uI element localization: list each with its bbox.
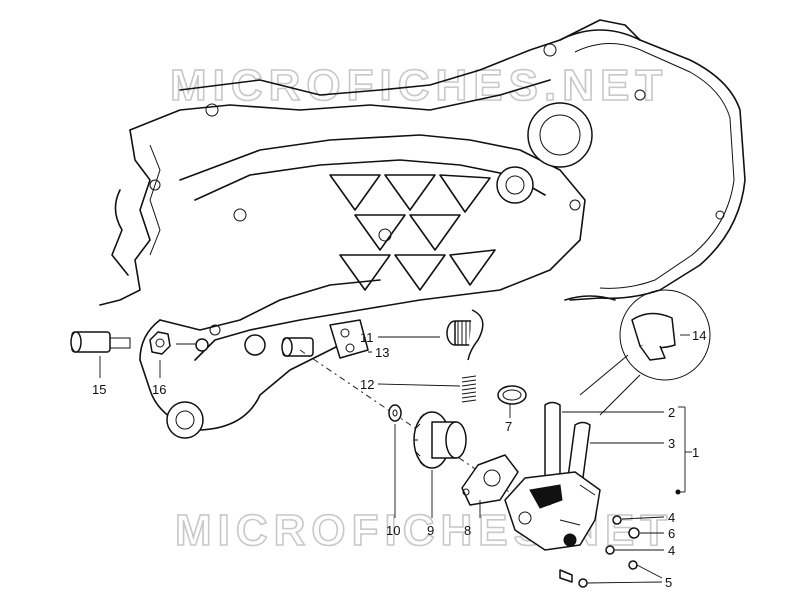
part-11-pinion [446,309,484,361]
callout-8: 8 [464,523,471,538]
callout-13: 13 [375,345,389,360]
part-1-oil-pump [504,401,601,551]
part-9-drive-gear [413,411,467,518]
watermark-text-bottom: MICROFICHES.NET [175,506,673,555]
callout-4b: 4 [668,543,675,558]
callout-15: 15 [92,382,106,397]
part-8-gasket [461,454,519,518]
part-13-cover-plate [329,319,372,359]
callout-9: 9 [427,523,434,538]
callout-5: 5 [665,575,672,590]
callout-16: 16 [152,382,166,397]
watermark-text-top: MICROFICHES.NET [170,61,668,110]
part-15-spacer [70,331,131,378]
callout-4a: 4 [668,510,675,525]
callout-6: 6 [668,526,675,541]
part-10-washer [388,404,402,518]
callout-bracket-1 [562,406,692,495]
callout-14: 14 [692,328,706,343]
callout-1: 1 [692,445,699,460]
crankcase-housing [99,19,746,439]
callout-11: 11 [360,330,374,345]
watermark-top: MICROFICHES.NET [169,60,668,111]
callout-7: 7 [505,419,512,434]
callout-10: 10 [386,523,400,538]
callout-2: 2 [668,405,675,420]
part-14-clip [579,289,711,416]
part-12-spring [461,375,477,403]
callout-labels: 1 2 3 4 4 5 6 7 8 9 10 11 12 13 14 15 16 [92,328,706,590]
part-7-clamp [497,385,527,418]
watermark-bottom: MICROFICHES.NET [174,505,673,556]
callout-12: 12 [360,377,374,392]
callout-3: 3 [668,436,675,451]
part-16-nut [149,331,209,378]
fastener-leaders [368,336,665,584]
fasteners-4-5-6 [559,515,640,588]
